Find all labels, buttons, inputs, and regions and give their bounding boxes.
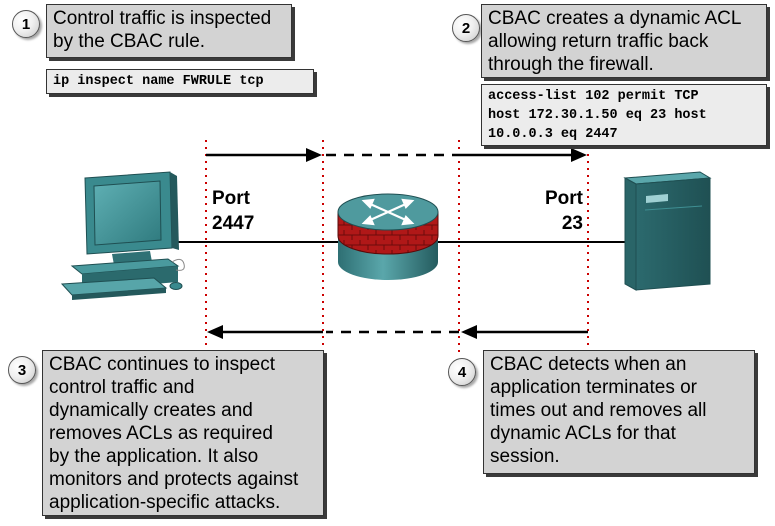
step-number: 1 (21, 15, 31, 33)
step-number: 2 (461, 19, 471, 37)
access-list-command: access-list 102 permit TCP host 172.30.1… (481, 84, 767, 146)
pc-workstation-icon (60, 171, 185, 300)
step-2-badge: 2 (452, 14, 480, 42)
return-arrow (207, 325, 588, 339)
server-port-label: Port 23 (545, 188, 583, 234)
step-3-badge: 3 (8, 356, 36, 384)
step-number: 3 (17, 361, 27, 379)
step-2-description: CBAC creates a dynamic ACL allowing retu… (481, 4, 767, 78)
inspect-rule-command: ip inspect name FWRULE tcp (46, 69, 314, 94)
step-1-badge: 1 (12, 10, 40, 38)
step-4-description: CBAC detects when an application termina… (483, 350, 755, 474)
client-port-label: Port 2447 (212, 188, 255, 234)
firewall-router-icon (337, 193, 439, 280)
server-icon (623, 171, 712, 291)
outbound-arrow (206, 148, 587, 162)
step-number: 4 (457, 363, 467, 381)
step-4-badge: 4 (448, 358, 476, 386)
step-1-description: Control traffic is inspected by the CBAC… (46, 4, 292, 58)
step-3-description: CBAC continues to inspect control traffi… (42, 350, 324, 516)
